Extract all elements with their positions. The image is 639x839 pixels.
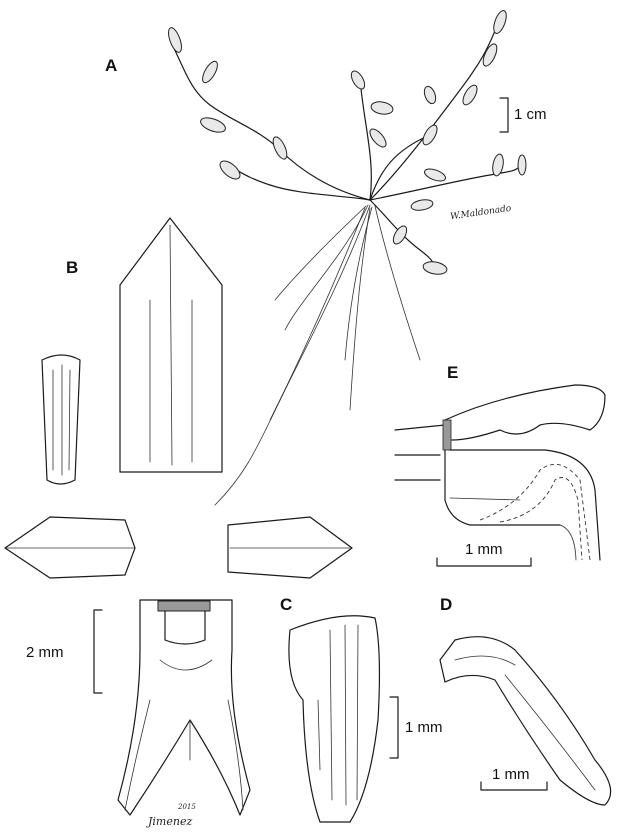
panel-label-e: E [447,363,459,382]
floral-parts-b [4,217,353,579]
lip-drawing [117,599,251,816]
plant-habit [168,10,527,506]
scale-bar-e [436,557,532,567]
scale-bar-lip [93,609,103,694]
petal-c [288,615,381,823]
panel-label-d: D [440,595,453,614]
panel-label-c: C [280,595,293,614]
scale-label-e: 1 mm [465,541,503,558]
scale-label-a: 1 cm [514,106,547,123]
artist-signature-bottom: Jimenez [148,815,193,828]
scale-bar-c [389,696,399,759]
scale-label-c: 1 mm [405,719,443,736]
artist-signature-year: 2015 [178,803,196,811]
column-d [439,636,612,806]
column-e [394,384,606,561]
scale-label-d: 1 mm [492,766,530,783]
scale-bar-d [480,781,548,791]
scale-label-lip: 2 mm [26,644,64,661]
panel-label-a: A [105,56,118,75]
scale-bar-a [499,97,509,133]
panel-label-b: B [66,258,79,277]
